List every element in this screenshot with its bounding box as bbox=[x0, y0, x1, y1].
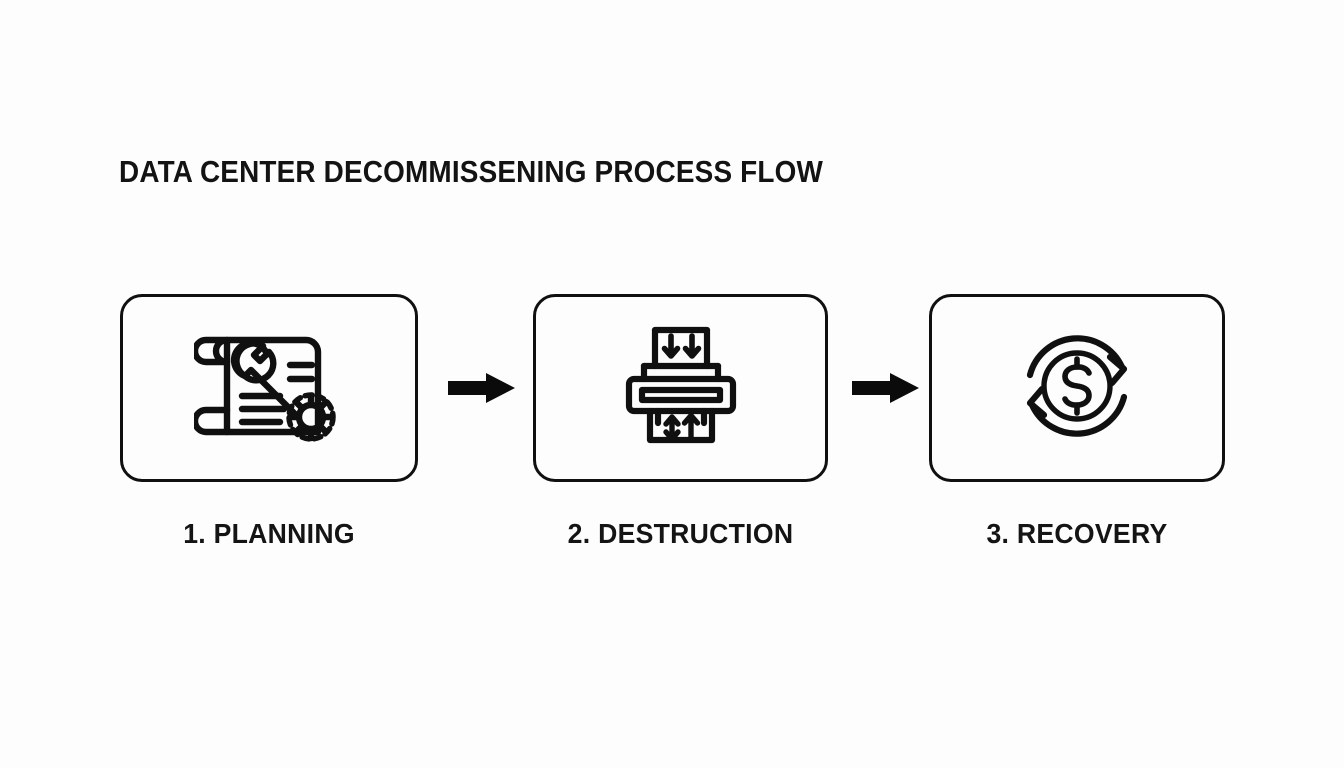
step-box bbox=[533, 294, 828, 482]
step-label-recovery: 3. RECOVERY bbox=[986, 518, 1168, 549]
process-step-destruction[interactable] bbox=[533, 294, 828, 482]
process-step-planning[interactable] bbox=[120, 294, 418, 482]
money-recycle-arrows-icon bbox=[1014, 323, 1140, 454]
step-box bbox=[120, 294, 418, 482]
page-title: DATA CENTER DECOMMISSENING PROCESS FLOW bbox=[119, 154, 824, 189]
step-label-destruction: 2. DESTRUCTION bbox=[567, 518, 794, 549]
arrow-planning-to-destruction-icon bbox=[446, 366, 518, 410]
process-flow-row bbox=[0, 294, 1344, 484]
step-label-planning: 1. PLANNING bbox=[183, 518, 355, 549]
step-box bbox=[929, 294, 1225, 482]
process-step-recovery[interactable] bbox=[929, 294, 1225, 482]
blueprint-scroll-wrench-gear-icon bbox=[191, 322, 344, 455]
paper-shredder-icon bbox=[617, 322, 745, 455]
arrow-destruction-to-recovery-icon bbox=[850, 366, 922, 410]
